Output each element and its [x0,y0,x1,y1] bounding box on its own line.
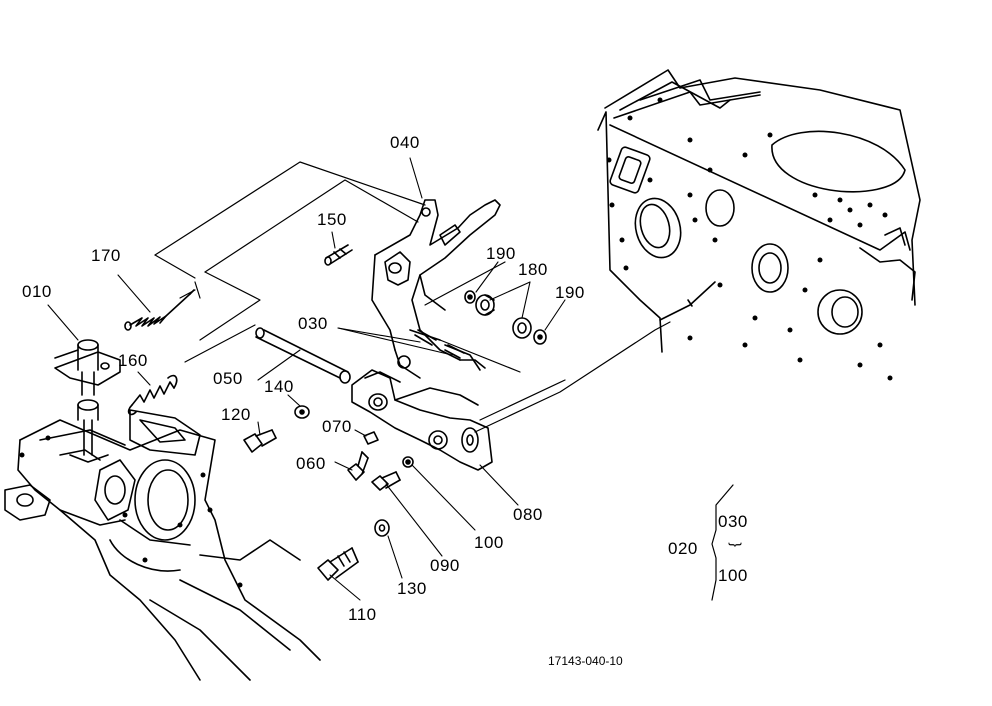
label-050: 050 [213,369,243,388]
label-030: 030 [298,314,328,333]
legend-range-mark: } [728,542,745,548]
label-180: 180 [518,260,548,279]
label-110: 110 [348,605,377,624]
engine-block [598,70,920,381]
part-050-rod [256,328,350,383]
label-190-bottom: 190 [555,283,585,302]
drawing-number: 17143-040-10 [548,654,623,668]
label-060: 060 [296,454,326,473]
part-160-spring [129,376,177,415]
part-080-bracket [352,370,492,470]
label-170: 170 [91,246,121,265]
label-070: 070 [322,417,352,436]
label-100: 100 [474,533,504,552]
label-150: 150 [317,210,347,229]
shaft-leader-lines [475,322,670,432]
part-120-bolt [244,430,276,452]
part-070-washer [364,432,378,444]
part-190-bearing-bottom [534,330,546,344]
part-060-bolt [348,452,368,480]
assembly-outline-lines [155,162,520,372]
leader-lines [48,158,565,600]
label-160: 160 [118,351,148,370]
part-010-governor-shaft [55,340,120,462]
legend-range-start: 030 [718,512,748,531]
legend-range-end: 100 [718,566,748,585]
legend-bracket [712,485,733,600]
part-180-bearing-b [513,318,531,338]
part-170-spring [125,290,194,330]
part-130-washer [375,520,389,536]
governor-housing [5,410,320,680]
label-090: 090 [430,556,460,575]
label-010: 010 [22,282,52,301]
label-040: 040 [390,133,420,152]
assembly-legend: 020 030 } 100 [668,484,778,604]
engine-block-bolt-holes [606,97,893,381]
label-140: 140 [264,377,294,396]
part-110-bolt [318,548,358,580]
part-090-screw [372,472,400,490]
governor-housing-holes [19,435,243,588]
label-190-top: 190 [486,244,516,263]
label-130: 130 [397,579,427,598]
part-190-bearing-top [465,291,475,303]
label-080: 080 [513,505,543,524]
part-100-nut [403,457,413,467]
part-030-pins [415,330,464,358]
part-180-bearing-a [476,295,494,315]
part-040-governor-lever [372,200,500,378]
label-120: 120 [221,405,251,424]
part-150-pin [325,245,352,265]
legend-parent-number: 020 [668,539,698,558]
part-140-washer [295,406,309,418]
